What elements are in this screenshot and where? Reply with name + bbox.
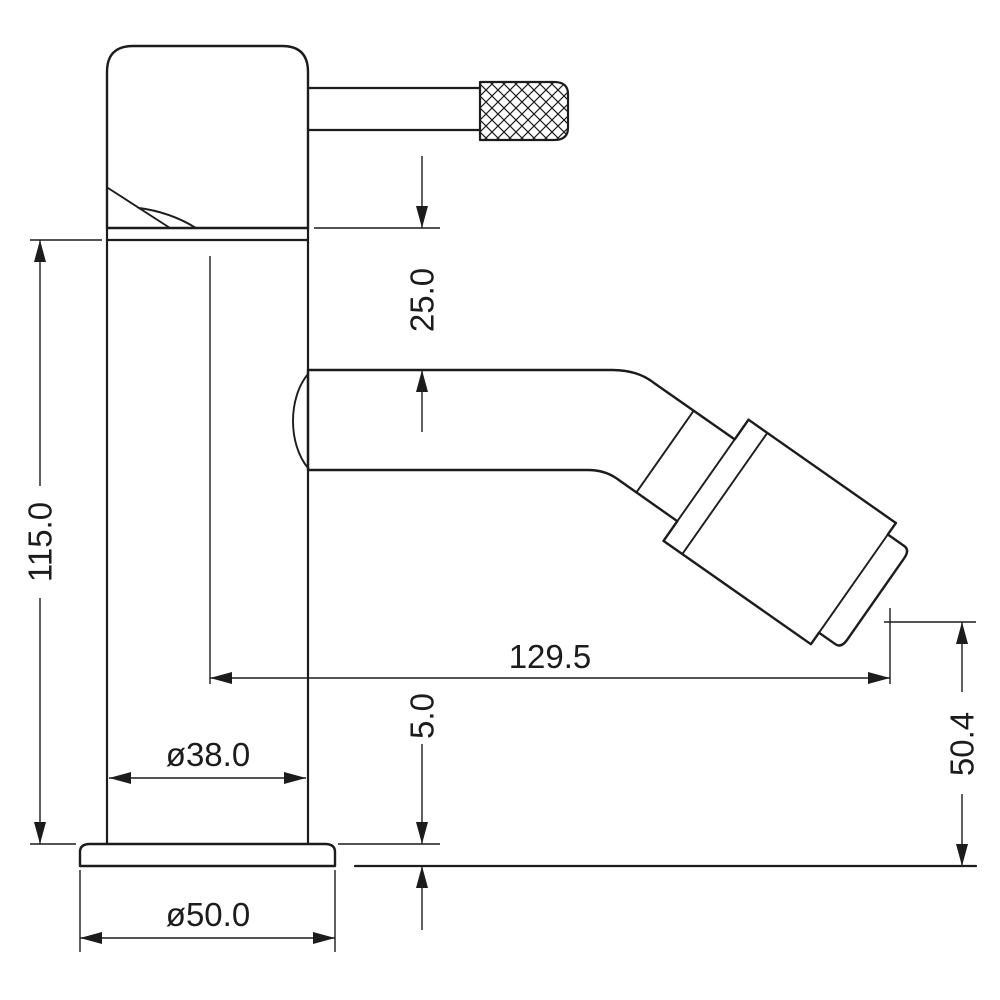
dimension-text-mask — [25, 486, 55, 598]
aerator-tip-step-line — [818, 533, 889, 634]
arrowhead-left — [210, 672, 232, 684]
dim-body-to-spout: 25.0 — [314, 156, 441, 432]
dim-base-diameter: ø50.0 — [79, 870, 336, 952]
spout-bend-joint-line — [635, 409, 695, 494]
head-outline — [105, 44, 310, 230]
dim-outlet-drop: 50.4 — [884, 621, 981, 866]
aerator-collar-back-line — [681, 431, 769, 556]
faucet-handle — [306, 80, 570, 142]
arrowhead-right — [868, 672, 890, 684]
spout-outline — [306, 368, 909, 647]
arrowhead-down — [416, 822, 428, 844]
aerator-collar-front-line — [662, 418, 750, 542]
dim-overall-height-value: 115.0 — [22, 502, 59, 582]
dim-base-thickness-value: 5.0 — [404, 693, 441, 739]
arrowhead-right — [284, 772, 306, 784]
dim-body-diameter: ø38.0 — [109, 736, 306, 784]
arrowhead-right — [313, 932, 335, 944]
arrowhead-down — [956, 844, 968, 866]
arrowhead-up — [416, 370, 428, 392]
arrowhead-up — [416, 866, 428, 888]
dim-overall-height: 115.0 — [22, 239, 102, 845]
dimension-text-mask — [947, 692, 977, 794]
handle-knurled-grip — [478, 80, 570, 142]
arrowhead-down — [34, 822, 46, 844]
spout-inlet-arc — [292, 373, 309, 469]
head-dome-arc — [138, 207, 197, 229]
faucet-column — [105, 226, 310, 846]
arrowhead-left — [80, 932, 102, 944]
arrowhead-left — [109, 772, 131, 784]
dim-base-thickness: 5.0 — [338, 693, 441, 930]
faucet-spout — [292, 368, 909, 647]
arrowhead-up — [956, 622, 968, 644]
dim-spout-reach-value: 129.5 — [509, 638, 592, 675]
arrowhead-up — [34, 240, 46, 262]
dim-body-to-spout-value: 25.0 — [404, 268, 441, 332]
dim-outlet-drop-value: 50.4 — [944, 712, 981, 776]
dim-body-diameter-value: ø38.0 — [166, 736, 250, 773]
base-flange — [78, 842, 337, 868]
faucet-head — [105, 44, 310, 242]
base-flange-outline — [78, 842, 337, 868]
dim-spout-reach: 129.5 — [209, 256, 891, 684]
arrowhead-down — [416, 206, 428, 228]
dim-base-diameter-value: ø50.0 — [166, 896, 250, 933]
